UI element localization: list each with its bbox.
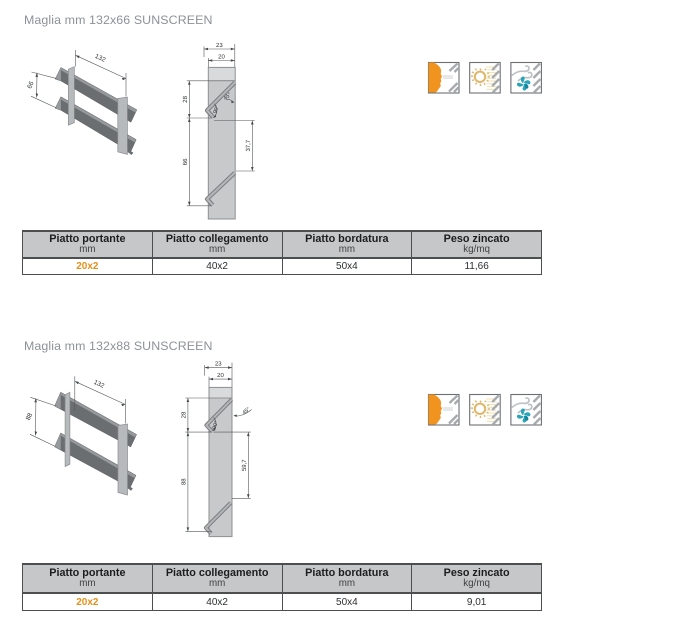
svg-text:20: 20 (217, 372, 224, 379)
svg-text:132: 132 (93, 379, 106, 390)
svg-text:23: 23 (215, 361, 222, 368)
svg-text:90°: 90° (212, 421, 220, 431)
svg-text:88: 88 (181, 478, 188, 485)
svg-text:66: 66 (182, 158, 189, 165)
svg-text:88: 88 (25, 412, 35, 422)
svg-text:66: 66 (26, 80, 36, 90)
svg-text:23: 23 (216, 42, 223, 49)
svg-text:45°: 45° (223, 92, 233, 102)
svg-text:37,7: 37,7 (245, 139, 252, 151)
svg-text:20: 20 (218, 54, 225, 61)
svg-text:45°: 45° (242, 406, 252, 416)
svg-text:28: 28 (181, 411, 188, 418)
svg-text:90°: 90° (213, 105, 221, 115)
svg-text:28: 28 (182, 95, 189, 102)
svg-text:132: 132 (94, 53, 107, 64)
svg-text:59,7: 59,7 (241, 459, 248, 471)
